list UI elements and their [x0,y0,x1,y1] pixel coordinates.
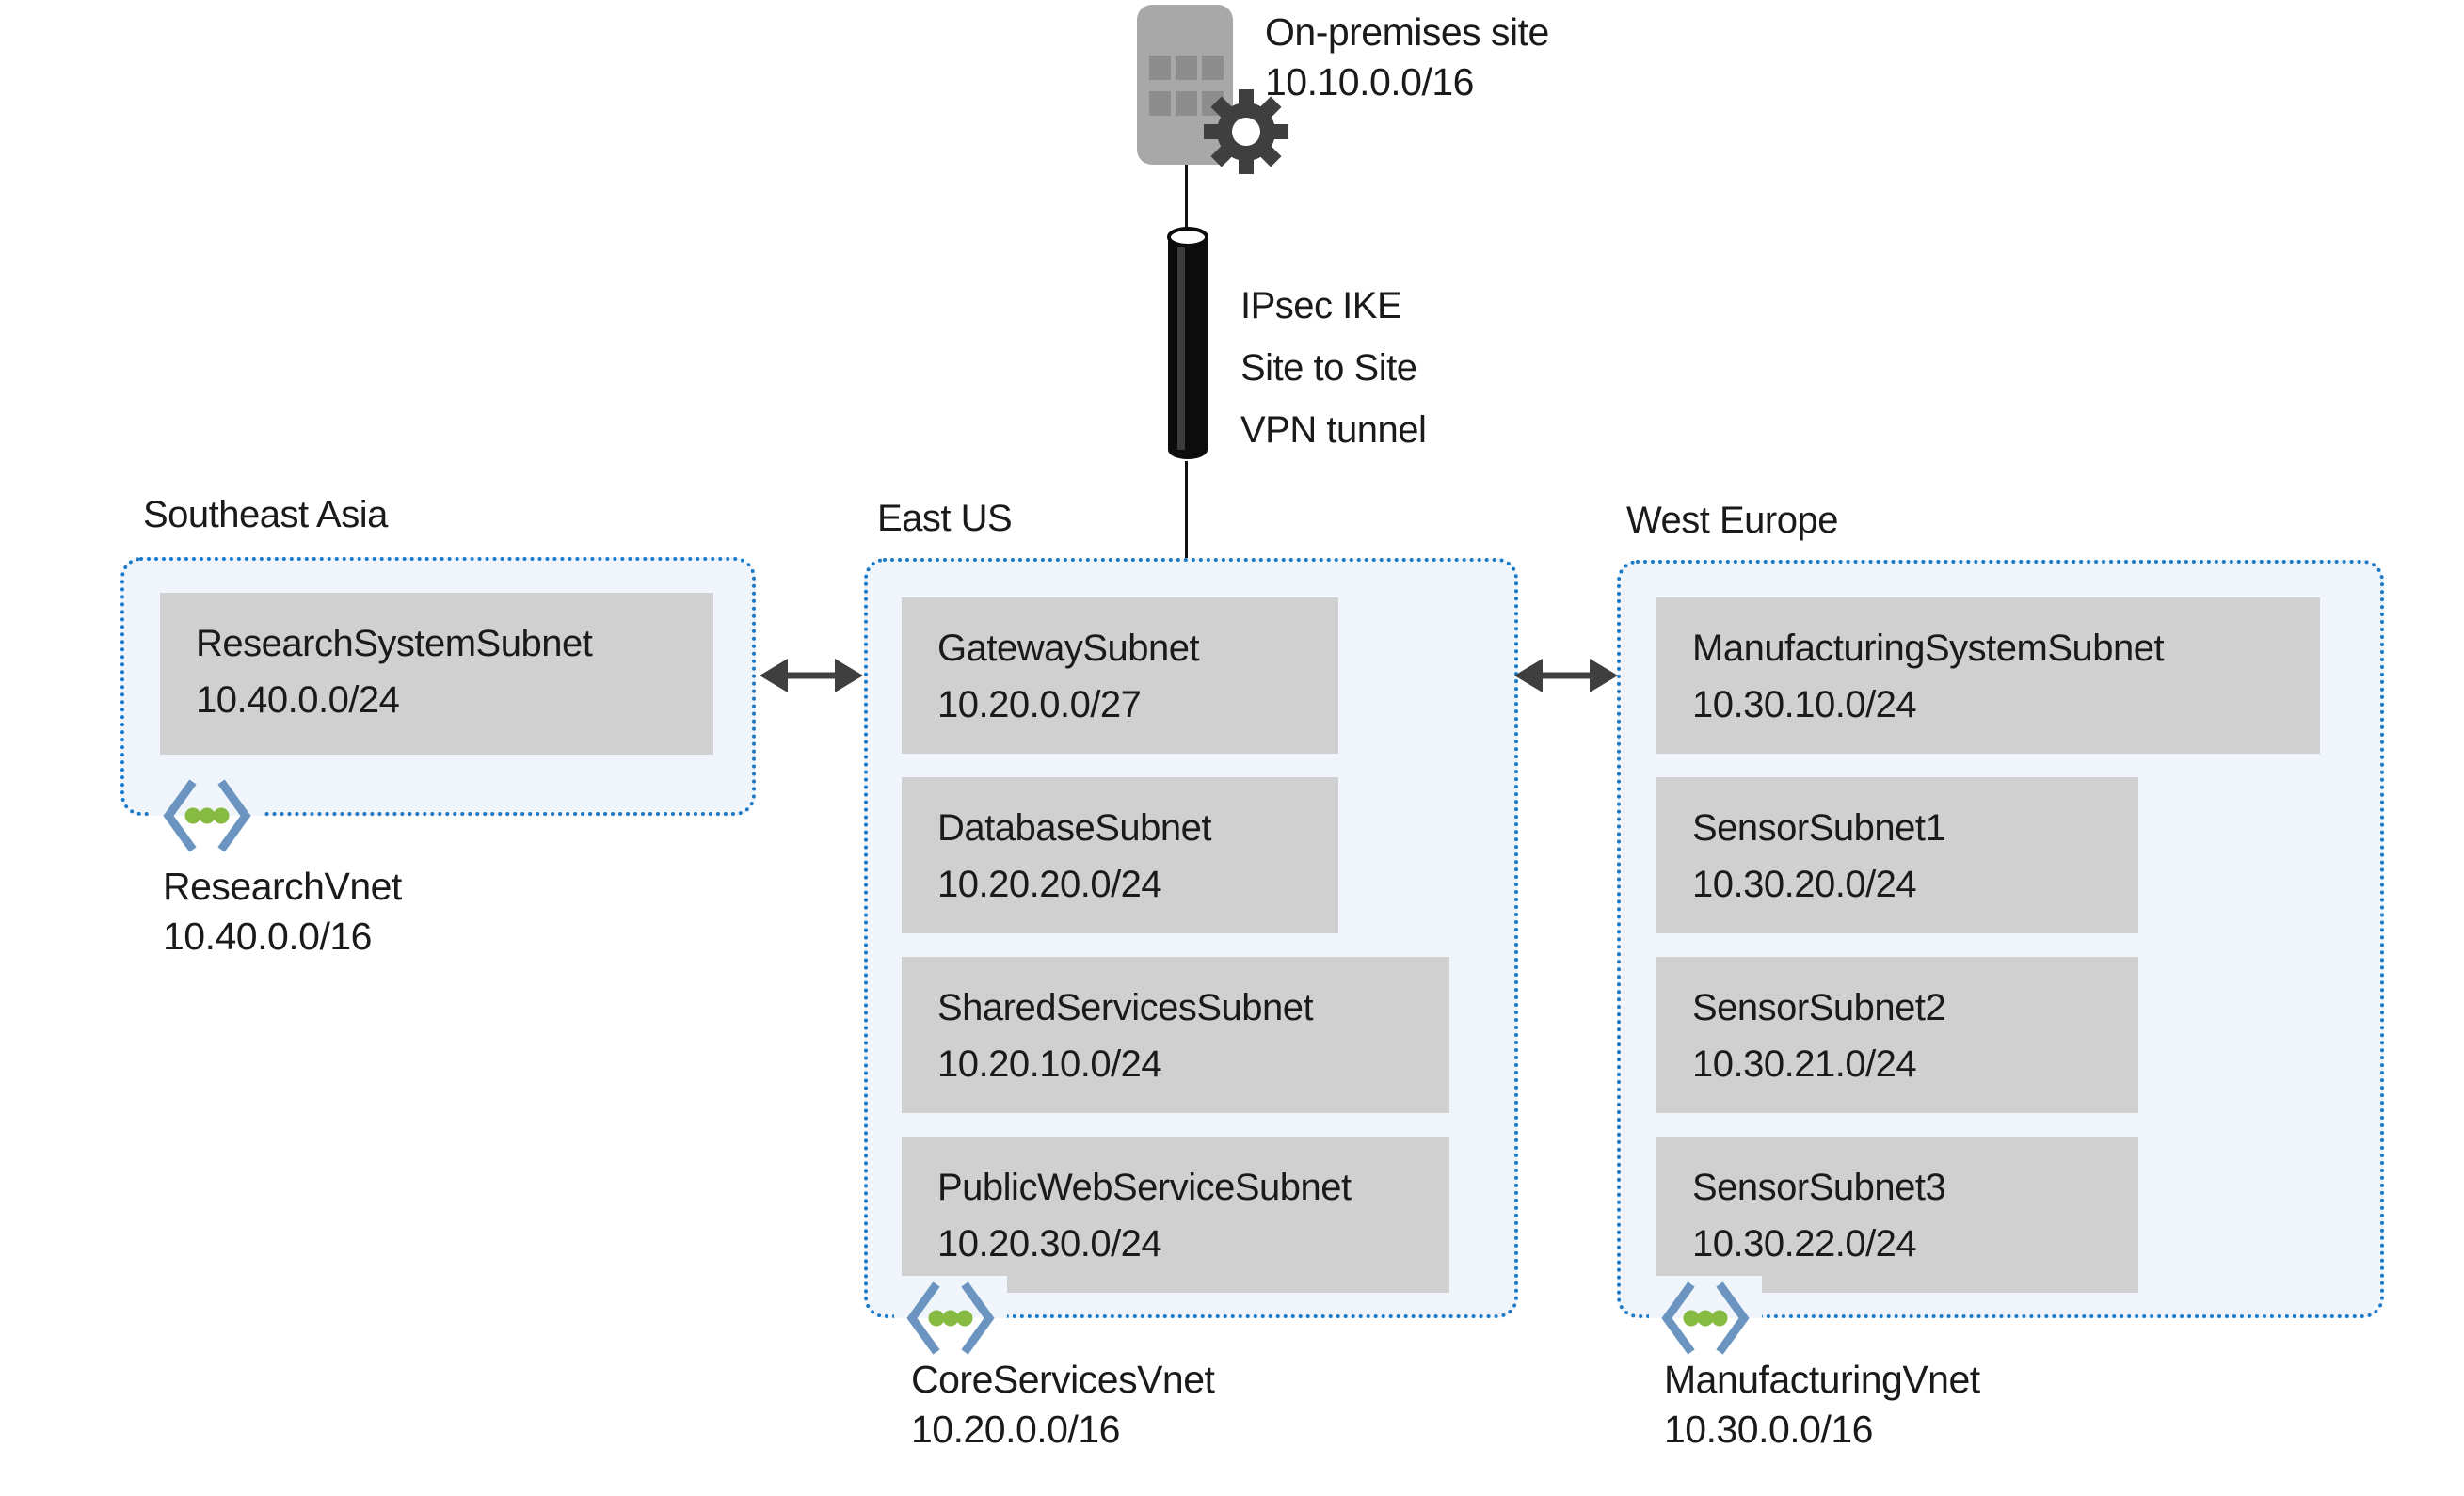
building-window-icon [1149,91,1171,116]
subnet-cidr: 10.30.21.0/24 [1692,1043,1917,1085]
subnet-name: PublicWebServiceSubnet [937,1167,1352,1208]
subnet-cidr: 10.30.22.0/24 [1692,1223,1917,1265]
subnet-cidr: 10.30.10.0/24 [1692,684,1917,725]
subnet-cidr: 10.20.10.0/24 [937,1043,1162,1085]
region-label-southeast-asia: Southeast Asia [143,494,388,535]
subnet-public-web-service: PublicWebServiceSubnet 10.20.30.0/24 [902,1137,1449,1293]
subnet-sensor1: SensorSubnet1 10.30.20.0/24 [1656,777,2138,933]
building-window-icon [1176,56,1197,80]
building-window-icon [1202,56,1224,80]
vnet-cidr: 10.30.0.0/16 [1664,1408,1873,1451]
subnet-cidr: 10.20.0.0/27 [937,684,1142,725]
subnet-sensor3: SensorSubnet3 10.30.22.0/24 [1656,1137,2138,1293]
vnet-label-research: ResearchVnet 10.40.0.0/16 [163,862,402,962]
vpn-label-line1: IPsec IKE [1240,285,1402,326]
connector-line [1185,461,1188,558]
vpn-tunnel-icon [1167,227,1208,459]
connector-line [1185,165,1188,231]
onprem-cidr: 10.10.0.0/16 [1265,60,1474,103]
subnet-research-system: ResearchSystemSubnet 10.40.0.0/24 [160,593,713,755]
peering-arrow-icon [760,659,863,692]
vnet-name: ResearchVnet [163,865,402,908]
vpn-label-line2: Site to Site [1240,347,1417,389]
subnet-cidr: 10.40.0.0/24 [196,679,400,721]
vnet-icon [1649,1276,1762,1361]
subnet-name: SensorSubnet1 [1692,807,1946,849]
vnet-name: ManufacturingVnet [1664,1358,1980,1401]
subnet-cidr: 10.30.20.0/24 [1692,864,1917,905]
subnet-name: GatewaySubnet [937,628,1200,669]
subnet-name: ManufacturingSystemSubnet [1692,628,2165,669]
vnet-label-core-services: CoreServicesVnet 10.20.0.0/16 [911,1355,1215,1455]
subnet-name: SharedServicesSubnet [937,987,1314,1028]
subnet-gateway: GatewaySubnet 10.20.0.0/27 [902,597,1338,754]
region-label-east-us: East US [877,498,1013,539]
subnet-cidr: 10.20.20.0/24 [937,864,1162,905]
building-icon [1137,5,1233,165]
vnet-cidr: 10.20.0.0/16 [911,1408,1120,1451]
gear-icon [1204,89,1288,174]
subnet-name: SensorSubnet2 [1692,987,1946,1028]
onprem-title: On-premises site [1265,10,1549,54]
subnet-name: SensorSubnet3 [1692,1167,1946,1208]
onprem-label: On-premises site 10.10.0.0/16 [1265,8,1549,107]
vnet-cidr: 10.40.0.0/16 [163,915,372,958]
building-window-icon [1176,91,1197,116]
vnet-icon [894,1276,1007,1361]
subnet-database: DatabaseSubnet 10.20.20.0/24 [902,777,1338,933]
vpn-label-line3: VPN tunnel [1240,409,1427,451]
vnet-icon [151,773,264,858]
subnet-name: DatabaseSubnet [937,807,1212,849]
subnet-cidr: 10.20.30.0/24 [937,1223,1162,1265]
subnet-shared-services: SharedServicesSubnet 10.20.10.0/24 [902,957,1449,1113]
vnet-name: CoreServicesVnet [911,1358,1215,1401]
vnet-label-manufacturing: ManufacturingVnet 10.30.0.0/16 [1664,1355,1980,1455]
subnet-manufacturing-system: ManufacturingSystemSubnet 10.30.10.0/24 [1656,597,2320,754]
region-label-west-europe: West Europe [1626,500,1839,541]
peering-arrow-icon [1514,659,1618,692]
vpn-tunnel-label: IPsec IKE Site to Site VPN tunnel [1240,275,1427,461]
building-window-icon [1149,56,1171,80]
subnet-sensor2: SensorSubnet2 10.30.21.0/24 [1656,957,2138,1113]
subnet-name: ResearchSystemSubnet [196,623,593,664]
